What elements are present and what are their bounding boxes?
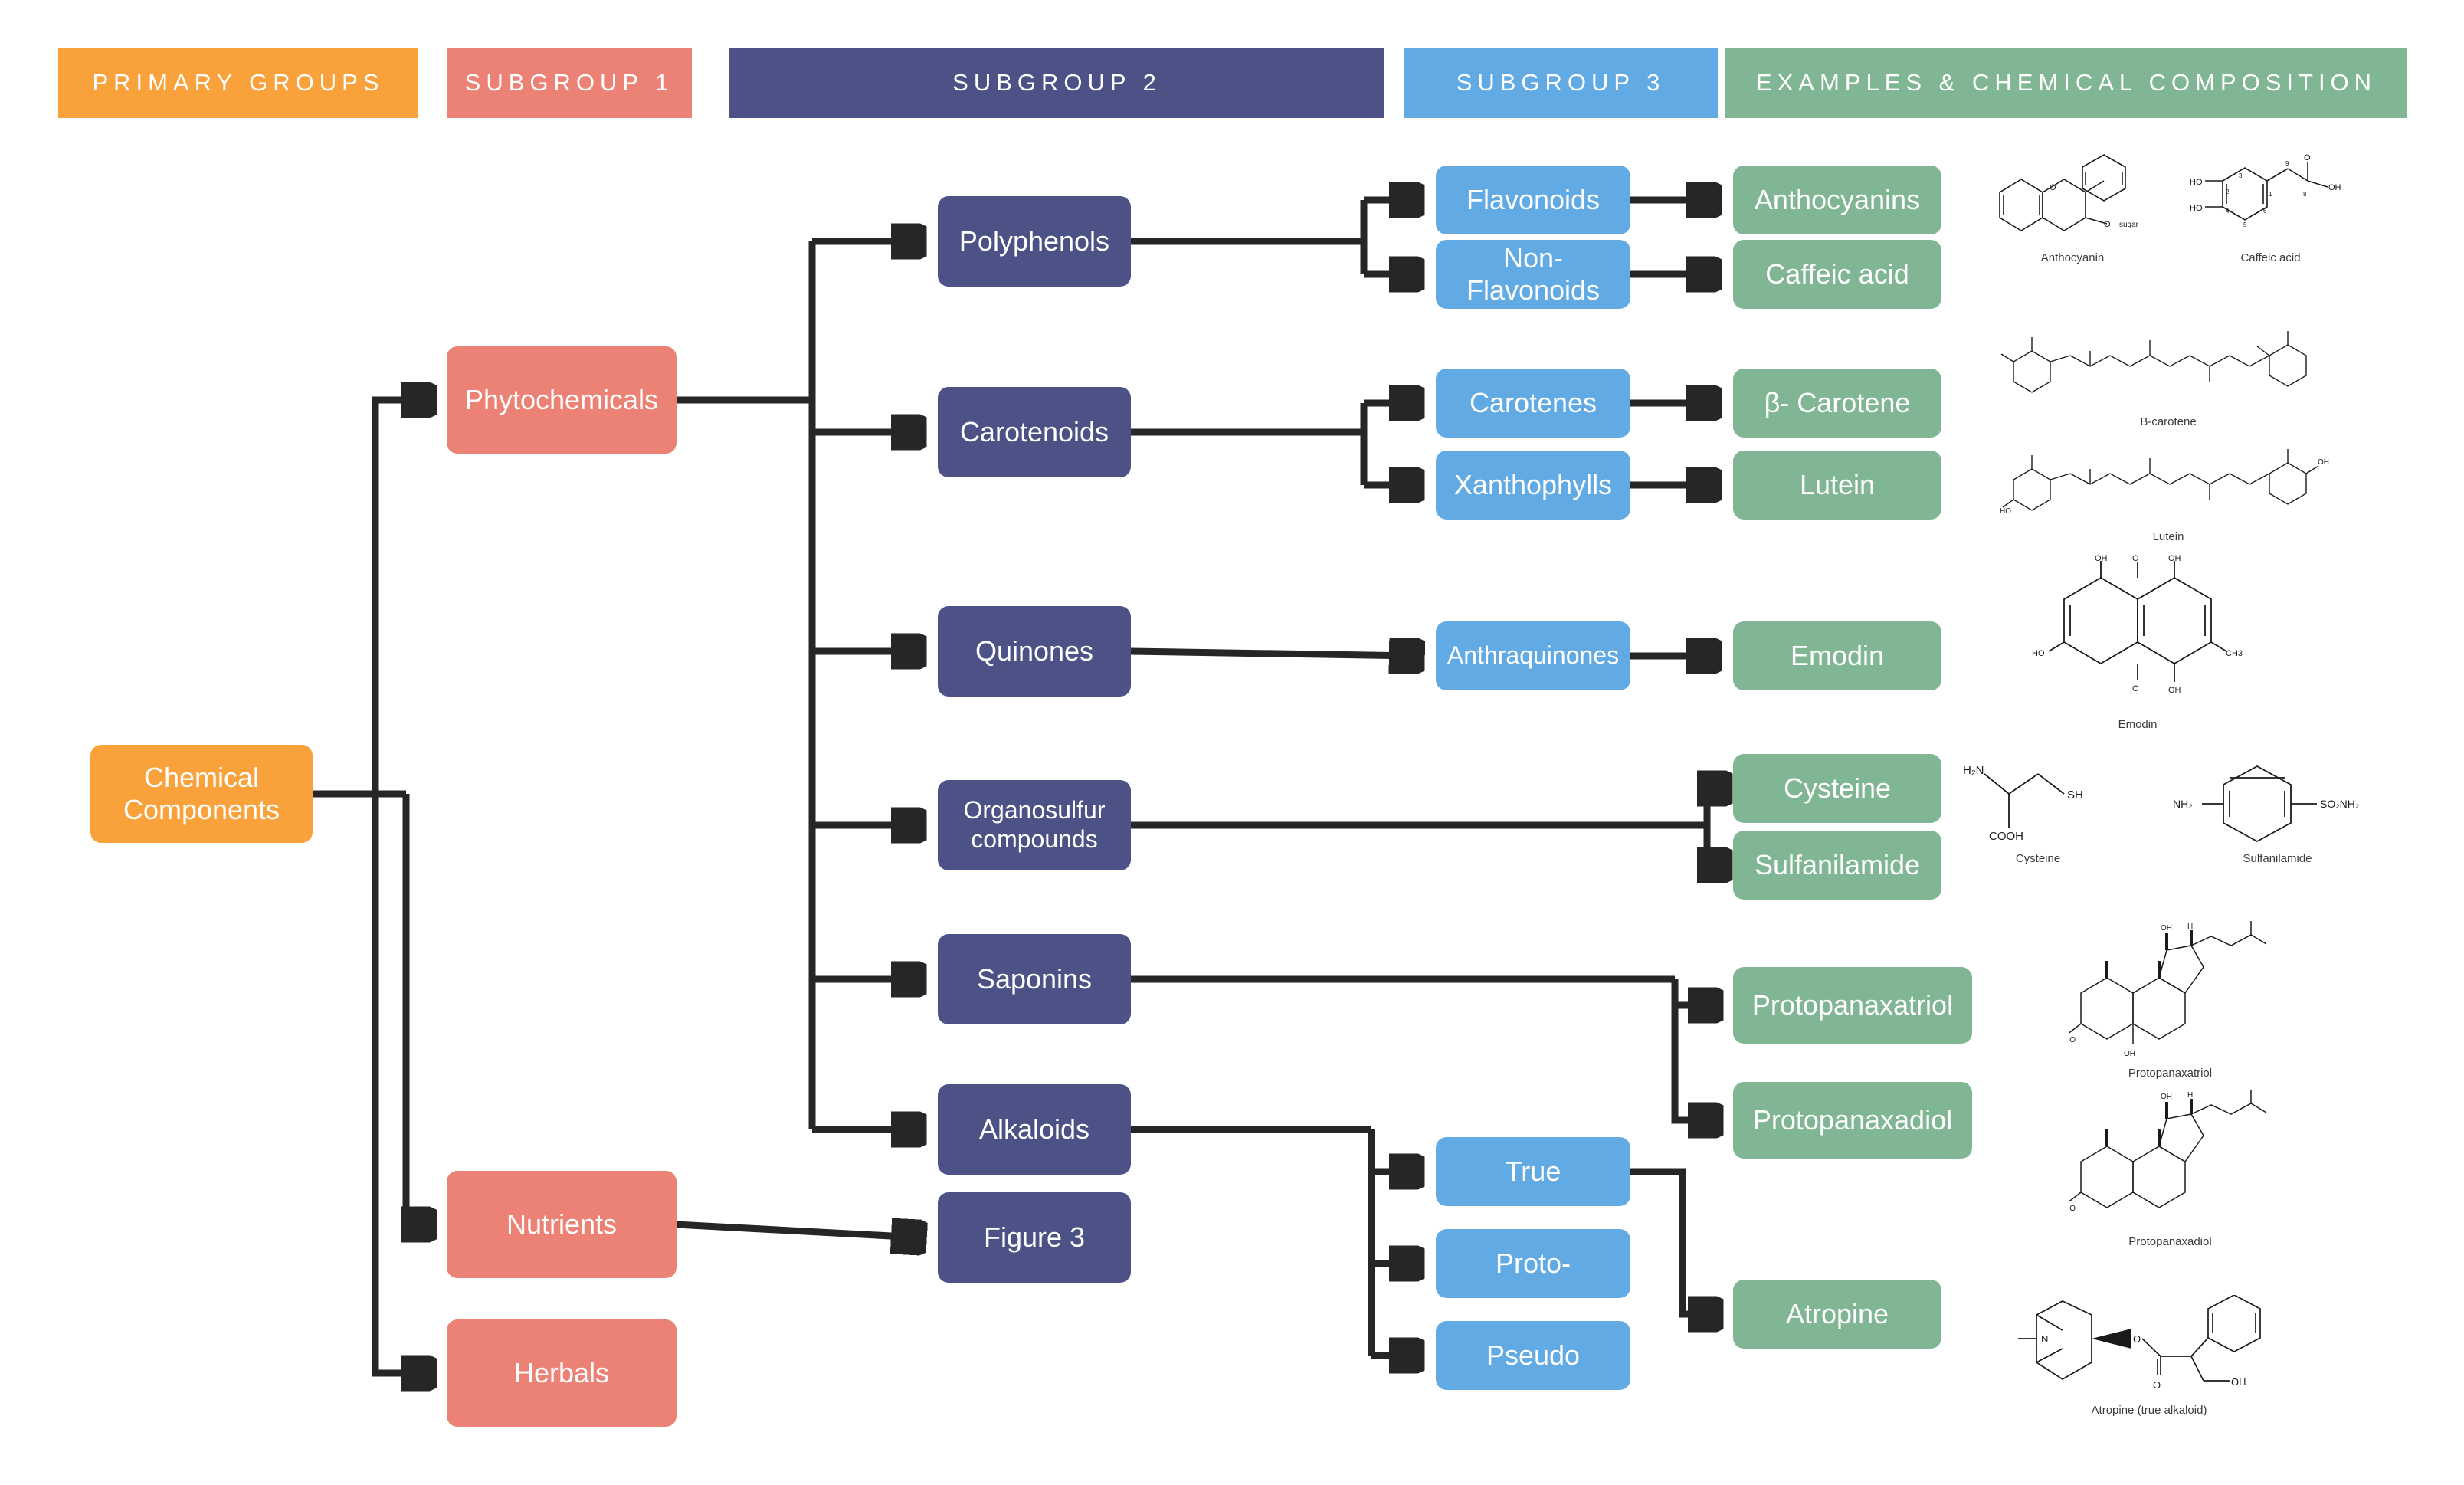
svg-text:1: 1 xyxy=(2269,191,2272,198)
svg-text:HO: HO xyxy=(2069,1205,2076,1213)
svg-text:H: H xyxy=(2187,1091,2193,1100)
svg-text:6: 6 xyxy=(2263,208,2267,215)
svg-text:OH: OH xyxy=(2318,458,2329,467)
svg-text:O: O xyxy=(2104,220,2111,229)
legend-bar-examples-chemical-composition: EXAMPLES & CHEMICAL COMPOSITION xyxy=(1725,48,2407,118)
structure-beta-carotene: B-carotene xyxy=(2000,322,2337,428)
svg-text:OH: OH xyxy=(2161,924,2172,933)
svg-text:HO: HO xyxy=(2190,178,2203,187)
structure-caption: Lutein xyxy=(2152,530,2184,543)
svg-text:OH: OH xyxy=(2328,183,2341,192)
svg-text:O: O xyxy=(2132,554,2139,563)
node-lutein[interactable]: Lutein xyxy=(1733,451,1941,520)
legend-label: PRIMARY GROUPS xyxy=(92,69,385,96)
svg-text:8: 8 xyxy=(2303,191,2307,198)
node-polyphenols[interactable]: Polyphenols xyxy=(938,196,1131,287)
svg-text:O: O xyxy=(2050,183,2056,192)
svg-text:SH: SH xyxy=(2067,788,2083,802)
svg-text:H: H xyxy=(2187,923,2193,931)
node-atropine[interactable]: Atropine xyxy=(1733,1280,1941,1349)
legend-bar-subgroup-1: SUBGROUP 1 xyxy=(447,48,692,118)
svg-text:5: 5 xyxy=(2243,221,2247,228)
svg-text:H₂N: H₂N xyxy=(1963,764,1984,777)
node-carotenoids[interactable]: Carotenoids xyxy=(938,387,1131,477)
node-xanthophylls[interactable]: Xanthophylls xyxy=(1436,451,1630,520)
structure-caption: Caffeic acid xyxy=(2240,251,2301,264)
node-phytochemicals[interactable]: Phytochemicals xyxy=(447,346,677,454)
node-cysteine[interactable]: Cysteine xyxy=(1733,754,1941,823)
node-carotenes[interactable]: Carotenes xyxy=(1436,369,1630,438)
structure-emodin: OH OH O O HO CH3 OH Emodin xyxy=(2030,552,2245,731)
legend-label: EXAMPLES & CHEMICAL COMPOSITION xyxy=(1755,69,2377,96)
structure-caption: Sulfanilamide xyxy=(2243,852,2312,865)
legend-label: SUBGROUP 3 xyxy=(1456,69,1666,96)
node-figure-3[interactable]: Figure 3 xyxy=(938,1192,1131,1283)
node-emodin[interactable]: Emodin xyxy=(1733,621,1941,690)
legend-bar-subgroup-3: SUBGROUP 3 xyxy=(1404,48,1718,118)
node-flavonoids[interactable]: Flavonoids xyxy=(1436,166,1630,234)
svg-text:HO: HO xyxy=(2032,649,2045,658)
structure-lutein: HO OH Lutein xyxy=(2000,437,2337,543)
svg-text:OH: OH xyxy=(2168,686,2181,695)
node-pseudo-alkaloid[interactable]: Pseudo xyxy=(1436,1321,1630,1390)
svg-text:O: O xyxy=(2133,1333,2141,1345)
legend-bar-subgroup-2: SUBGROUP 2 xyxy=(729,48,1384,118)
node-organosulfur-compounds[interactable]: Organosulfur compounds xyxy=(938,780,1131,870)
structure-cysteine: H₂N SH COOH Cysteine xyxy=(1961,759,2115,865)
node-beta-carotene[interactable]: β- Carotene xyxy=(1733,369,1941,438)
svg-text:OH: OH xyxy=(2168,554,2181,563)
node-sulfanilamide[interactable]: Sulfanilamide xyxy=(1733,831,1941,900)
structure-caption: Anthocyanin xyxy=(2040,251,2105,264)
svg-text:9: 9 xyxy=(2285,160,2289,167)
legend-label: SUBGROUP 1 xyxy=(464,69,674,96)
structure-caption: B-carotene xyxy=(2140,415,2197,428)
svg-text:OH: OH xyxy=(2095,554,2108,563)
node-alkaloids[interactable]: Alkaloids xyxy=(938,1084,1131,1175)
svg-text:O: O xyxy=(2304,153,2311,162)
node-quinones[interactable]: Quinones xyxy=(938,606,1131,697)
svg-text:3: 3 xyxy=(2239,172,2243,179)
node-nutrients[interactable]: Nutrients xyxy=(447,1171,677,1278)
svg-text:sugar: sugar xyxy=(2119,221,2139,229)
node-non-flavonoids[interactable]: Non- Flavonoids xyxy=(1436,240,1630,309)
svg-text:2: 2 xyxy=(2226,188,2230,195)
structure-protopanaxadiol: OH H HO Protopanaxadiol xyxy=(2069,1088,2272,1248)
svg-text:CH3: CH3 xyxy=(2226,649,2243,658)
svg-text:OH: OH xyxy=(2231,1376,2246,1388)
structure-caption: Cysteine xyxy=(2015,852,2061,865)
svg-text:OH: OH xyxy=(2161,1093,2172,1101)
svg-text:HO: HO xyxy=(2000,507,2011,516)
structure-caffeic-acid: HO HO O OH 3 9 1 8 2 4 6 5 Caffeic acid xyxy=(2188,150,2353,264)
structure-caption: Protopanaxatriol xyxy=(2128,1067,2213,1080)
structure-caption: Atropine (true alkaloid) xyxy=(2091,1404,2207,1417)
node-anthocyanins[interactable]: Anthocyanins xyxy=(1733,166,1941,234)
svg-text:4: 4 xyxy=(2226,208,2230,215)
svg-text:SO₂NH₂: SO₂NH₂ xyxy=(2320,798,2359,810)
svg-text:COOH: COOH xyxy=(1989,830,2023,843)
svg-text:O: O xyxy=(2153,1379,2161,1391)
svg-text:HO: HO xyxy=(2069,1036,2076,1044)
structure-atropine: N O O OH Atropine (true alkaloid) xyxy=(2007,1295,2291,1417)
structure-sulfanilamide: NH₂ SO₂NH₂ Sulfanilamide xyxy=(2168,759,2387,865)
node-herbals[interactable]: Herbals xyxy=(447,1319,677,1427)
svg-text:HO: HO xyxy=(2190,204,2203,213)
node-protopanaxadiol[interactable]: Protopanaxadiol xyxy=(1733,1082,1972,1159)
structure-anthocyanin: O O sugar Anthocyanin xyxy=(1992,150,2153,264)
node-true-alkaloid[interactable]: True xyxy=(1436,1137,1630,1206)
node-saponins[interactable]: Saponins xyxy=(938,934,1131,1024)
legend-bar-primary-groups: PRIMARY GROUPS xyxy=(58,48,418,118)
structure-protopanaxatriol: OH OH H HO Protopanaxatriol xyxy=(2069,920,2272,1080)
node-chemical-components[interactable]: Chemical Components xyxy=(90,745,313,843)
structure-caption: Protopanaxadiol xyxy=(2128,1235,2212,1248)
node-protopanaxatriol[interactable]: Protopanaxatriol xyxy=(1733,967,1972,1044)
node-caffeic-acid[interactable]: Caffeic acid xyxy=(1733,240,1941,309)
node-proto-alkaloid[interactable]: Proto- xyxy=(1436,1229,1630,1298)
legend-label: SUBGROUP 2 xyxy=(952,69,1162,96)
structure-caption: Emodin xyxy=(2118,718,2158,731)
svg-text:N: N xyxy=(2041,1333,2048,1345)
svg-text:OH: OH xyxy=(2124,1050,2135,1058)
svg-text:O: O xyxy=(2132,684,2139,693)
node-anthraquinones[interactable]: Anthraquinones xyxy=(1436,621,1630,690)
svg-text:NH₂: NH₂ xyxy=(2173,798,2193,810)
